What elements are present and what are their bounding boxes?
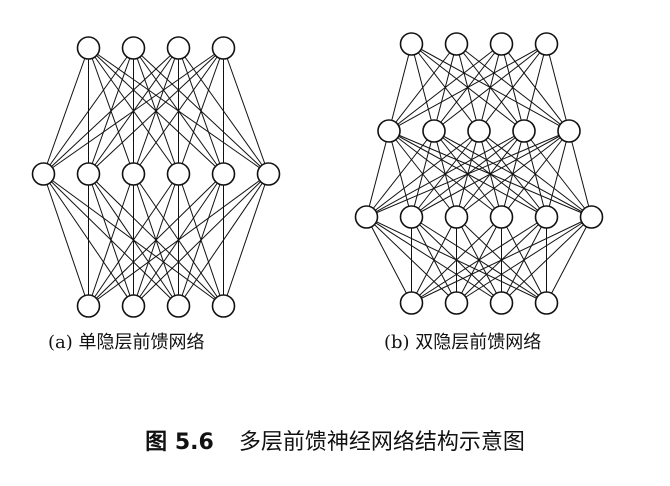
edge-b-l0-0-0: [388, 43, 412, 132]
neuron-a-layer1-0: [31, 162, 56, 186]
neuron-a-layer1-3: [166, 162, 191, 186]
neuron-b-layer1-4: [557, 119, 581, 143]
edge-b-l1-4-3: [501, 130, 570, 218]
edge-a-l1-5-1: [133, 173, 269, 307]
neuron-a-layer1-1: [76, 162, 101, 186]
edge-b-l0-1-0: [388, 43, 457, 132]
edge-a-l1-0-0: [43, 173, 89, 307]
neuron-a-layer2-3: [211, 294, 236, 318]
neuron-b-layer2-5: [579, 205, 604, 229]
edge-b-l2-2-0: [411, 216, 457, 304]
neuron-b-layer1-0: [377, 119, 401, 143]
neuron-b-layer2-1: [399, 205, 424, 229]
edge-a-l0-3-1: [88, 47, 224, 175]
neuron-b-layer3-1: [444, 291, 469, 315]
neuron-a-layer2-0: [76, 294, 101, 318]
neuron-a-layer0-2: [166, 36, 191, 60]
neuron-a-layer2-1: [121, 294, 146, 318]
edge-a-l0-3-5: [223, 47, 269, 175]
edge-a-l0-3-0: [43, 47, 224, 175]
neuron-a-layer0-0: [76, 36, 101, 60]
edge-b-l1-4-2: [456, 130, 570, 218]
edge-b-l0-3-0: [388, 43, 547, 132]
edge-b-l1-2-0: [366, 130, 480, 218]
edge-a-l1-4-0: [88, 173, 224, 307]
nodes: [31, 32, 604, 318]
edge-b-l0-3-4: [546, 43, 570, 132]
neuron-a-layer0-3: [211, 36, 236, 60]
edge-b-l1-3-0: [366, 130, 525, 218]
subcaption-double-hidden-layer: (b) 双隐层前馈网络: [384, 332, 542, 353]
figure-title: 多层前馈神经网络结构示意图: [238, 430, 525, 455]
edge-a-l1-5-2: [178, 173, 269, 307]
edge-a-l0-0-0: [43, 47, 89, 175]
edge-a-l0-1-0: [43, 47, 134, 175]
edge-b-l1-4-0: [366, 130, 570, 218]
neuron-b-layer3-3: [534, 291, 559, 315]
edge-b-l2-5-0: [411, 216, 592, 304]
edge-a-l0-3-2: [133, 47, 224, 175]
edge-b-l1-4-4: [546, 130, 570, 218]
edge-a-l1-5-0: [88, 173, 269, 307]
neuron-b-layer3-0: [399, 291, 424, 315]
edge-a-l1-2-0: [88, 173, 134, 307]
neuron-b-layer1-2: [467, 119, 491, 143]
neuron-a-layer1-2: [121, 162, 146, 186]
edge-b-l2-5-2: [501, 216, 592, 304]
edge-b-l0-2-0: [388, 43, 502, 132]
edge-b-l1-4-5: [568, 130, 592, 218]
neuron-b-layer2-3: [489, 205, 514, 229]
edge-b-l0-3-2: [478, 43, 547, 132]
edge-b-l1-4-1: [411, 130, 570, 218]
neuron-a-layer1-4: [211, 162, 236, 186]
figure-label: 图 5.6: [145, 430, 214, 455]
neuron-a-layer1-5: [256, 162, 281, 186]
edge-b-l1-1-0: [366, 130, 435, 218]
neuron-b-layer2-2: [444, 205, 469, 229]
neuron-b-layer0-2: [489, 32, 514, 56]
edge-a-l1-5-3: [223, 173, 269, 307]
edge-b-l2-5-1: [456, 216, 592, 304]
edge-b-l2-0-0: [366, 216, 412, 304]
neuron-b-layer0-3: [534, 32, 559, 56]
neuron-a-layer2-2: [166, 294, 191, 318]
edge-b-l0-3-3: [523, 43, 547, 132]
subcaption-single-hidden-layer: (a) 单隐层前馈网络: [48, 332, 205, 353]
edge-a-l1-3-0: [88, 173, 179, 307]
edge-b-l2-3-0: [411, 216, 502, 304]
neuron-b-layer2-0: [354, 205, 379, 229]
edge-b-l1-0-0: [366, 130, 390, 218]
edge-b-l0-3-1: [433, 43, 547, 132]
neuron-b-layer1-1: [422, 119, 446, 143]
neuron-b-layer2-4: [534, 205, 559, 229]
figure-caption: 图 5.6 多层前馈神经网络结构示意图: [0, 424, 670, 456]
edge-a-l0-2-0: [43, 47, 179, 175]
edge-b-l2-4-0: [411, 216, 547, 304]
neuron-b-layer1-3: [512, 119, 536, 143]
neuron-a-layer0-1: [121, 36, 146, 60]
neuron-b-layer3-2: [489, 291, 514, 315]
edges: [43, 43, 592, 307]
neuron-b-layer0-0: [399, 32, 424, 56]
edge-b-l2-5-3: [546, 216, 592, 304]
neuron-b-layer0-1: [444, 32, 469, 56]
edge-a-l0-3-3: [178, 47, 224, 175]
